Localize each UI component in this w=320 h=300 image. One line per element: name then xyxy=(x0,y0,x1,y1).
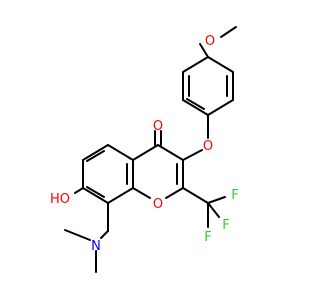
molecule-structure: O O O O HO N F F F xyxy=(50,26,239,273)
bond xyxy=(220,26,237,38)
ether-oxygen-label: O xyxy=(203,139,213,154)
bond xyxy=(107,187,134,204)
ring-oxygen-label: O xyxy=(153,197,163,212)
methoxy-oxygen-label: O xyxy=(205,34,215,49)
bond xyxy=(86,186,105,198)
fluorine-label: F xyxy=(222,218,229,233)
bond xyxy=(182,187,209,204)
bond xyxy=(157,144,184,161)
bond xyxy=(182,99,209,116)
bond xyxy=(207,202,220,218)
fluorine-label: F xyxy=(204,230,211,245)
fluorine-label: F xyxy=(231,188,238,203)
bond xyxy=(107,144,134,161)
bond xyxy=(199,43,209,58)
bond-layer xyxy=(64,26,237,273)
bond xyxy=(100,230,109,239)
bond xyxy=(182,149,203,161)
bond xyxy=(64,229,91,241)
structure-canvas: O O O O HO N F F F xyxy=(49,26,239,273)
bond xyxy=(74,187,84,194)
hydroxyl-label: HO xyxy=(50,192,70,207)
bond xyxy=(207,196,226,204)
label-layer: O O O O HO N F F F xyxy=(50,34,239,254)
bond xyxy=(132,144,159,161)
bond xyxy=(182,56,209,73)
bond xyxy=(132,187,151,199)
bond xyxy=(186,98,205,110)
bond xyxy=(207,56,234,73)
bond xyxy=(165,187,184,199)
bond xyxy=(82,187,109,204)
bond xyxy=(86,150,105,162)
nitrogen-label: N xyxy=(91,239,101,254)
carbonyl-oxygen-label: O xyxy=(153,119,163,134)
bond xyxy=(82,144,109,161)
bond xyxy=(207,99,234,116)
